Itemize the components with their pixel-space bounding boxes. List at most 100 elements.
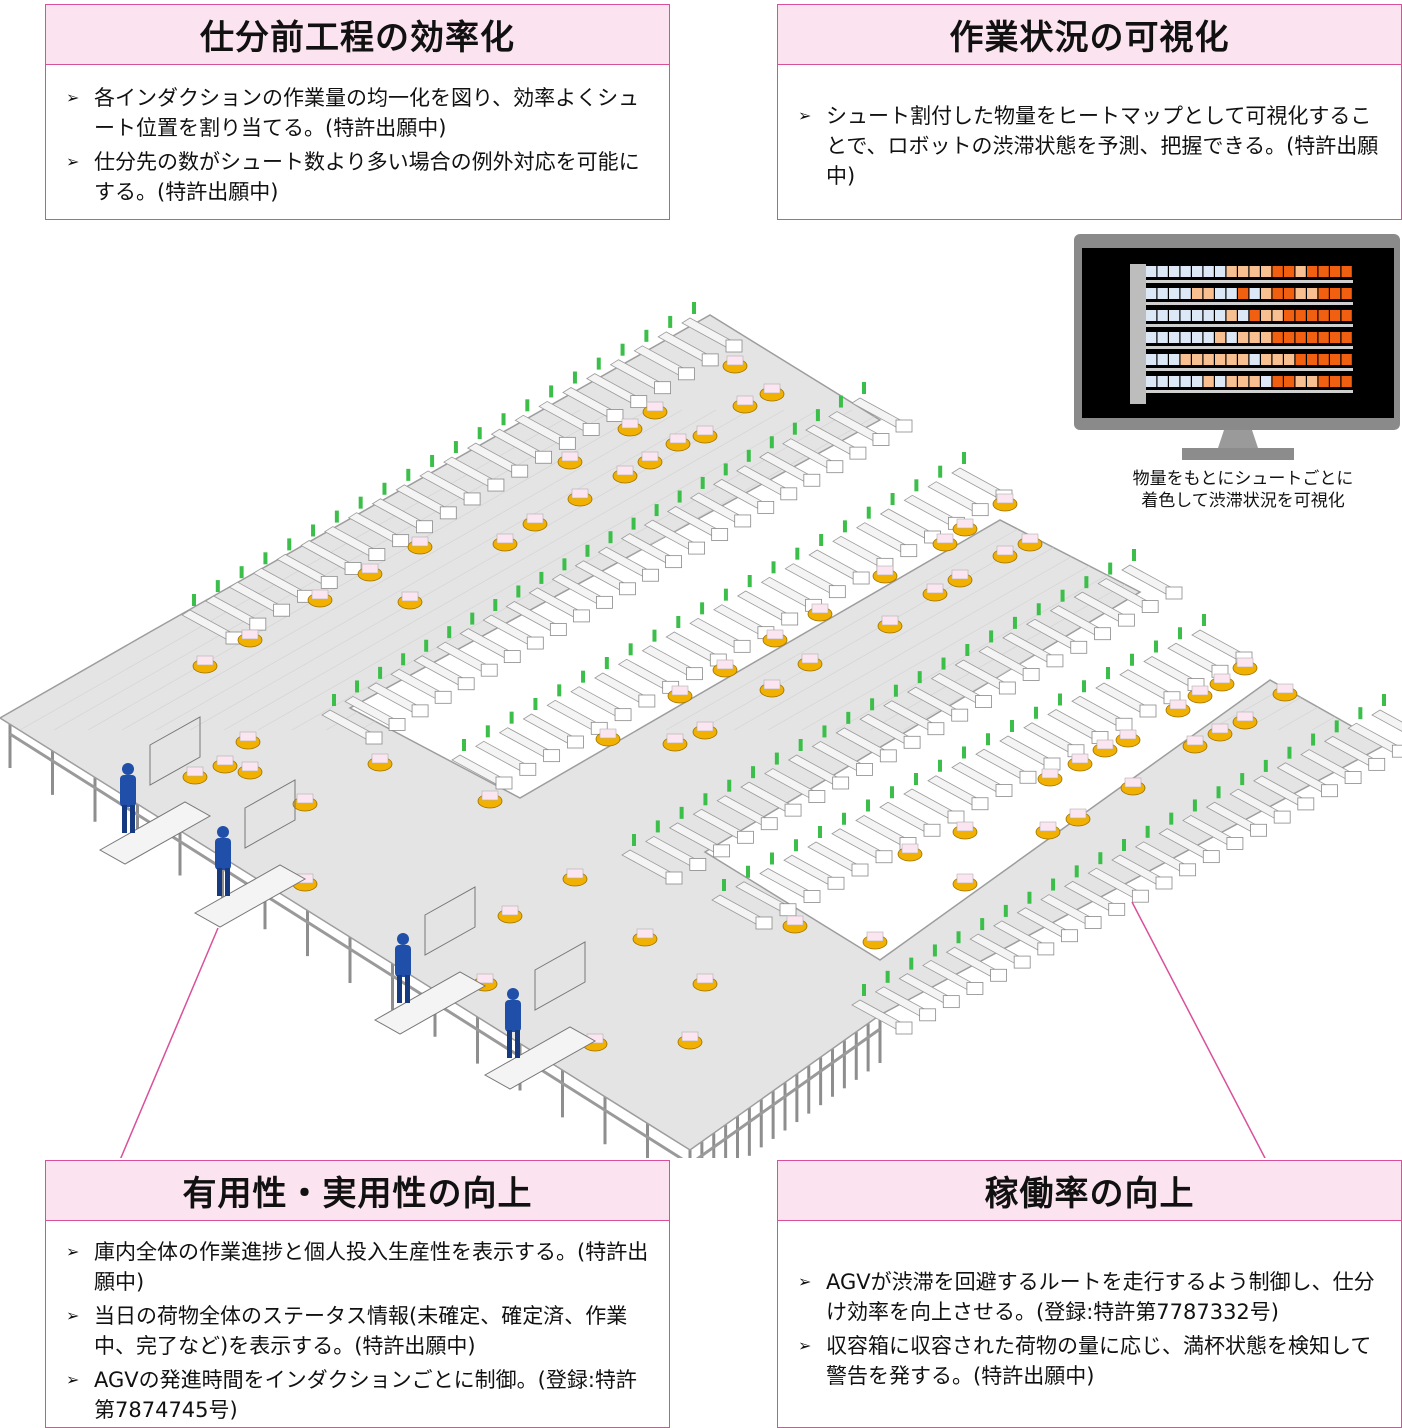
collection-box (1019, 770, 1037, 784)
floor-skirt (695, 1027, 881, 1158)
agv-parcel (616, 465, 634, 476)
collection-box (1165, 586, 1183, 600)
heatmap-cell (1192, 376, 1203, 387)
heatmap-cell (1272, 266, 1283, 277)
status-light (509, 711, 514, 724)
visualization-box: 作業状況の可視化 ➢シュート割付した物量をヒートマップとして可視化することで、ロ… (777, 4, 1402, 220)
agv-parcel (646, 401, 664, 412)
status-light (1145, 825, 1150, 838)
status-light (751, 766, 756, 779)
list-item: ➢AGVが渋滞を回避するルートを走行するよう制御し、仕分け効率を向上させる。(登… (798, 1267, 1383, 1327)
status-light (378, 666, 383, 679)
collection-box (365, 731, 383, 745)
collection-box (923, 823, 941, 837)
heatmap-cell (1226, 376, 1237, 387)
status-light (956, 931, 961, 944)
list-item: ➢シュート割付した物量をヒートマップとして可視化することで、ロボットの渋滞状態を… (798, 101, 1383, 191)
agv-parcel (1041, 768, 1059, 779)
collection-box (779, 903, 797, 917)
status-light (692, 302, 696, 314)
agv-parcel (763, 679, 781, 690)
heatmap-cell (1249, 376, 1260, 387)
collection-box (942, 995, 960, 1009)
agv-parcel (561, 451, 579, 462)
status-light (1084, 576, 1089, 589)
collection-box (780, 487, 798, 501)
status-light (192, 594, 196, 606)
caption-line-2: 着色して渋滞状況を可視化 (1141, 491, 1345, 511)
agv-parcel (361, 563, 379, 574)
list-item: ➢収容箱に収容された荷物の量に応じ、満杯状態を検知して警告を発する。(特許出願中… (798, 1331, 1383, 1391)
status-light (885, 970, 890, 983)
heatmap-cell (1238, 376, 1249, 387)
collection-box (803, 890, 821, 903)
status-light (846, 711, 851, 724)
floor-grid-line (1107, 409, 1385, 731)
status-light (358, 496, 363, 509)
collection-box (1046, 654, 1064, 668)
status-light (1051, 878, 1056, 891)
status-light (1130, 653, 1134, 666)
collection-box (832, 776, 850, 790)
worker-head (397, 933, 409, 945)
heatmap-cell (1169, 332, 1180, 343)
status-light (842, 520, 847, 533)
heatmap-cell (1341, 288, 1352, 299)
collection-box (971, 503, 989, 517)
status-light (1192, 799, 1197, 812)
status-light (1082, 680, 1086, 693)
status-light (727, 779, 732, 792)
heatmap-cell (1203, 266, 1214, 277)
collection-box (480, 663, 498, 677)
heatmap-cell (1261, 288, 1272, 299)
heatmap-cell (1146, 376, 1157, 387)
collection-box (757, 500, 775, 514)
agv-parcel (311, 589, 329, 600)
heatmap-rack-post (1130, 264, 1146, 404)
collection-box (803, 473, 821, 487)
list-item: ➢庫内全体の作業進捗と個人投入生産性を表示する。(特許出願中) (66, 1237, 651, 1297)
floor-grid-line (257, 409, 819, 731)
agv-parcel (763, 383, 781, 394)
heatmap-cell (1238, 288, 1249, 299)
collection-box (1297, 797, 1315, 811)
heatmap-cell (1318, 354, 1329, 365)
status-light (652, 629, 657, 642)
heatmap-cell (1295, 310, 1306, 321)
heatmap-cell (1318, 332, 1329, 343)
collection-box (872, 433, 890, 446)
heatmap-cell (1238, 266, 1249, 277)
arrow-bullet-icon: ➢ (66, 152, 80, 171)
heatmap-cell (1284, 332, 1295, 343)
heatmap-cell (1330, 354, 1341, 365)
station-frame (424, 886, 476, 956)
collection-box (1202, 850, 1220, 864)
collection-box (1115, 717, 1133, 731)
status-light (628, 643, 633, 656)
heatmap-cell (1295, 354, 1306, 365)
caption-line-1: 物量をもとにシュートごとに (1132, 469, 1354, 489)
agv-parcel (411, 536, 429, 547)
collection-box (582, 423, 600, 436)
utilization-box: 稼働率の向上 ➢AGVが渋滞を回避するルートを走行するよう制御し、仕分け効率を向… (777, 1160, 1402, 1428)
collection-box (572, 609, 590, 623)
heatmap-cell (1192, 354, 1203, 365)
collection-box (826, 460, 844, 474)
collection-box (1321, 784, 1338, 798)
agv-parcel (736, 395, 754, 406)
agv-parcel (1191, 685, 1209, 696)
heatmap-cell (1203, 288, 1214, 299)
worker-leg (515, 1030, 520, 1058)
heatmap-cell (1238, 310, 1249, 321)
floor-surface (0, 314, 1387, 1151)
collection-box (1043, 757, 1061, 771)
collection-box (1155, 876, 1173, 890)
collection-box (951, 708, 969, 722)
heatmap-monitor (1074, 234, 1400, 460)
collection-box (900, 544, 918, 558)
collection-box (1141, 600, 1159, 613)
status-light (794, 839, 798, 852)
agv-parcel (526, 513, 544, 524)
status-light (1154, 640, 1158, 653)
heatmap-cell (1203, 332, 1214, 343)
